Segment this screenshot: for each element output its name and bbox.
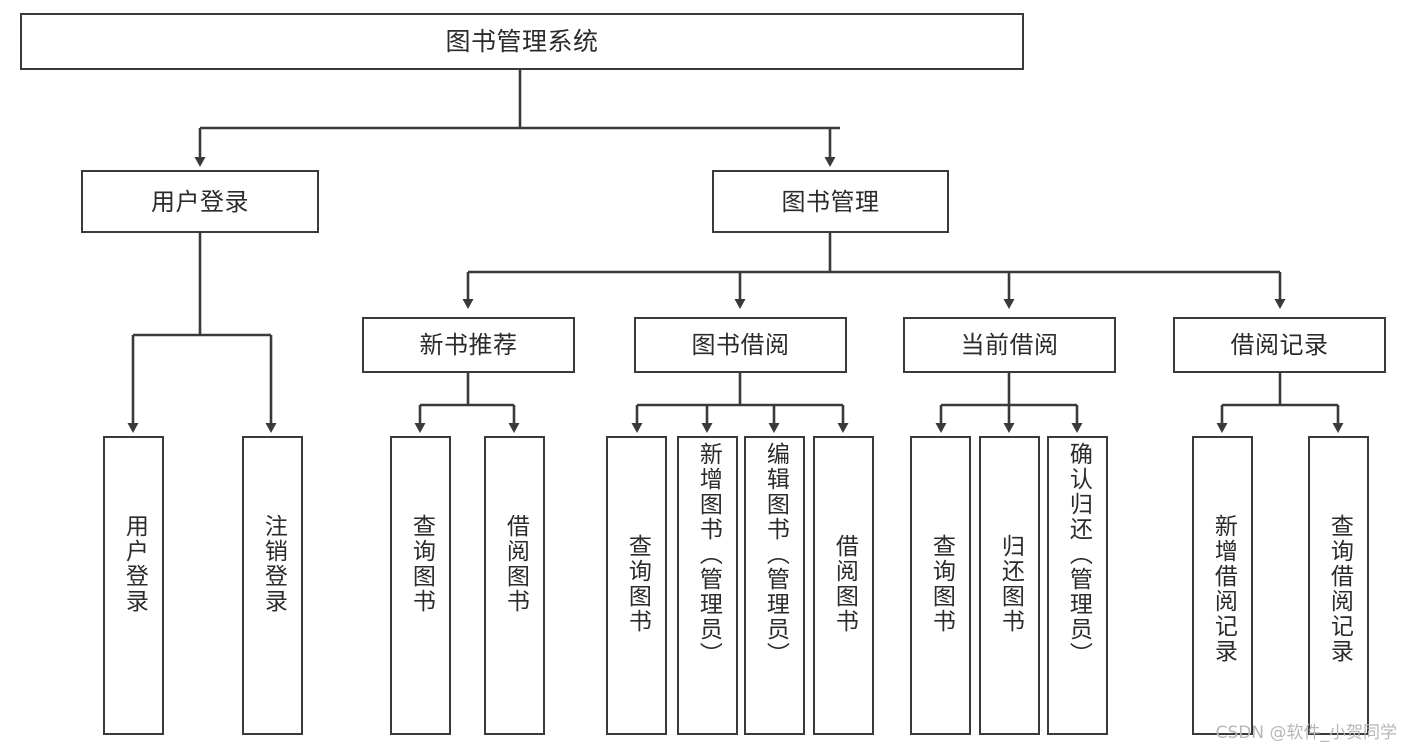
node-label: 借阅图书 bbox=[502, 514, 529, 614]
leaf-query-book-borrow[interactable]: 查询图书 bbox=[606, 436, 667, 735]
node-user-login[interactable]: 用户登录 bbox=[81, 170, 319, 233]
node-label: 图书借阅 bbox=[691, 331, 790, 359]
node-label: 新增借阅记录 bbox=[1210, 514, 1237, 664]
node-label: 确认归还（管理员） bbox=[1065, 442, 1092, 667]
node-root-system[interactable]: 图书管理系统 bbox=[20, 13, 1024, 70]
node-label: 查询借阅记录 bbox=[1326, 514, 1353, 664]
leaf-add-borrow-record[interactable]: 新增借阅记录 bbox=[1192, 436, 1253, 735]
node-label: 归还图书 bbox=[997, 534, 1024, 634]
leaf-user-login[interactable]: 用户登录 bbox=[103, 436, 164, 735]
node-label: 查询图书 bbox=[624, 534, 651, 634]
leaf-borrow-book[interactable]: 借阅图书 bbox=[813, 436, 874, 735]
leaf-edit-book-admin[interactable]: 编辑图书（管理员） bbox=[744, 436, 805, 735]
node-label: 编辑图书（管理员） bbox=[762, 442, 789, 667]
node-label: 新增图书（管理员） bbox=[695, 442, 722, 667]
node-label: 图书管理 bbox=[781, 187, 880, 216]
node-label: 借阅图书 bbox=[831, 534, 858, 634]
node-label: 注销登录 bbox=[260, 514, 287, 614]
leaf-query-borrow-record[interactable]: 查询借阅记录 bbox=[1308, 436, 1369, 735]
node-label: 用户登录 bbox=[151, 187, 249, 216]
node-book-management[interactable]: 图书管理 bbox=[712, 170, 949, 233]
watermark: CSDN @软件_小贺同学 bbox=[1215, 723, 1397, 743]
node-label: 图书管理系统 bbox=[445, 27, 599, 56]
leaf-query-book-recommend[interactable]: 查询图书 bbox=[390, 436, 451, 735]
node-borrow-record[interactable]: 借阅记录 bbox=[1173, 317, 1386, 373]
leaf-return-book[interactable]: 归还图书 bbox=[979, 436, 1040, 735]
node-label: 查询图书 bbox=[408, 514, 435, 614]
node-label: 用户登录 bbox=[121, 514, 148, 614]
node-label: 新书推荐 bbox=[419, 331, 518, 359]
leaf-confirm-return-admin[interactable]: 确认归还（管理员） bbox=[1047, 436, 1108, 735]
node-label: 当前借阅 bbox=[960, 331, 1059, 359]
leaf-add-book-admin[interactable]: 新增图书（管理员） bbox=[677, 436, 738, 735]
node-label: 查询图书 bbox=[928, 534, 955, 634]
node-current-borrow[interactable]: 当前借阅 bbox=[903, 317, 1116, 373]
leaf-user-logout[interactable]: 注销登录 bbox=[242, 436, 303, 735]
node-new-book-recommend[interactable]: 新书推荐 bbox=[362, 317, 575, 373]
leaf-borrow-book-recommend[interactable]: 借阅图书 bbox=[484, 436, 545, 735]
node-book-borrow[interactable]: 图书借阅 bbox=[634, 317, 847, 373]
leaf-query-book-current[interactable]: 查询图书 bbox=[910, 436, 971, 735]
node-label: 借阅记录 bbox=[1230, 331, 1329, 359]
